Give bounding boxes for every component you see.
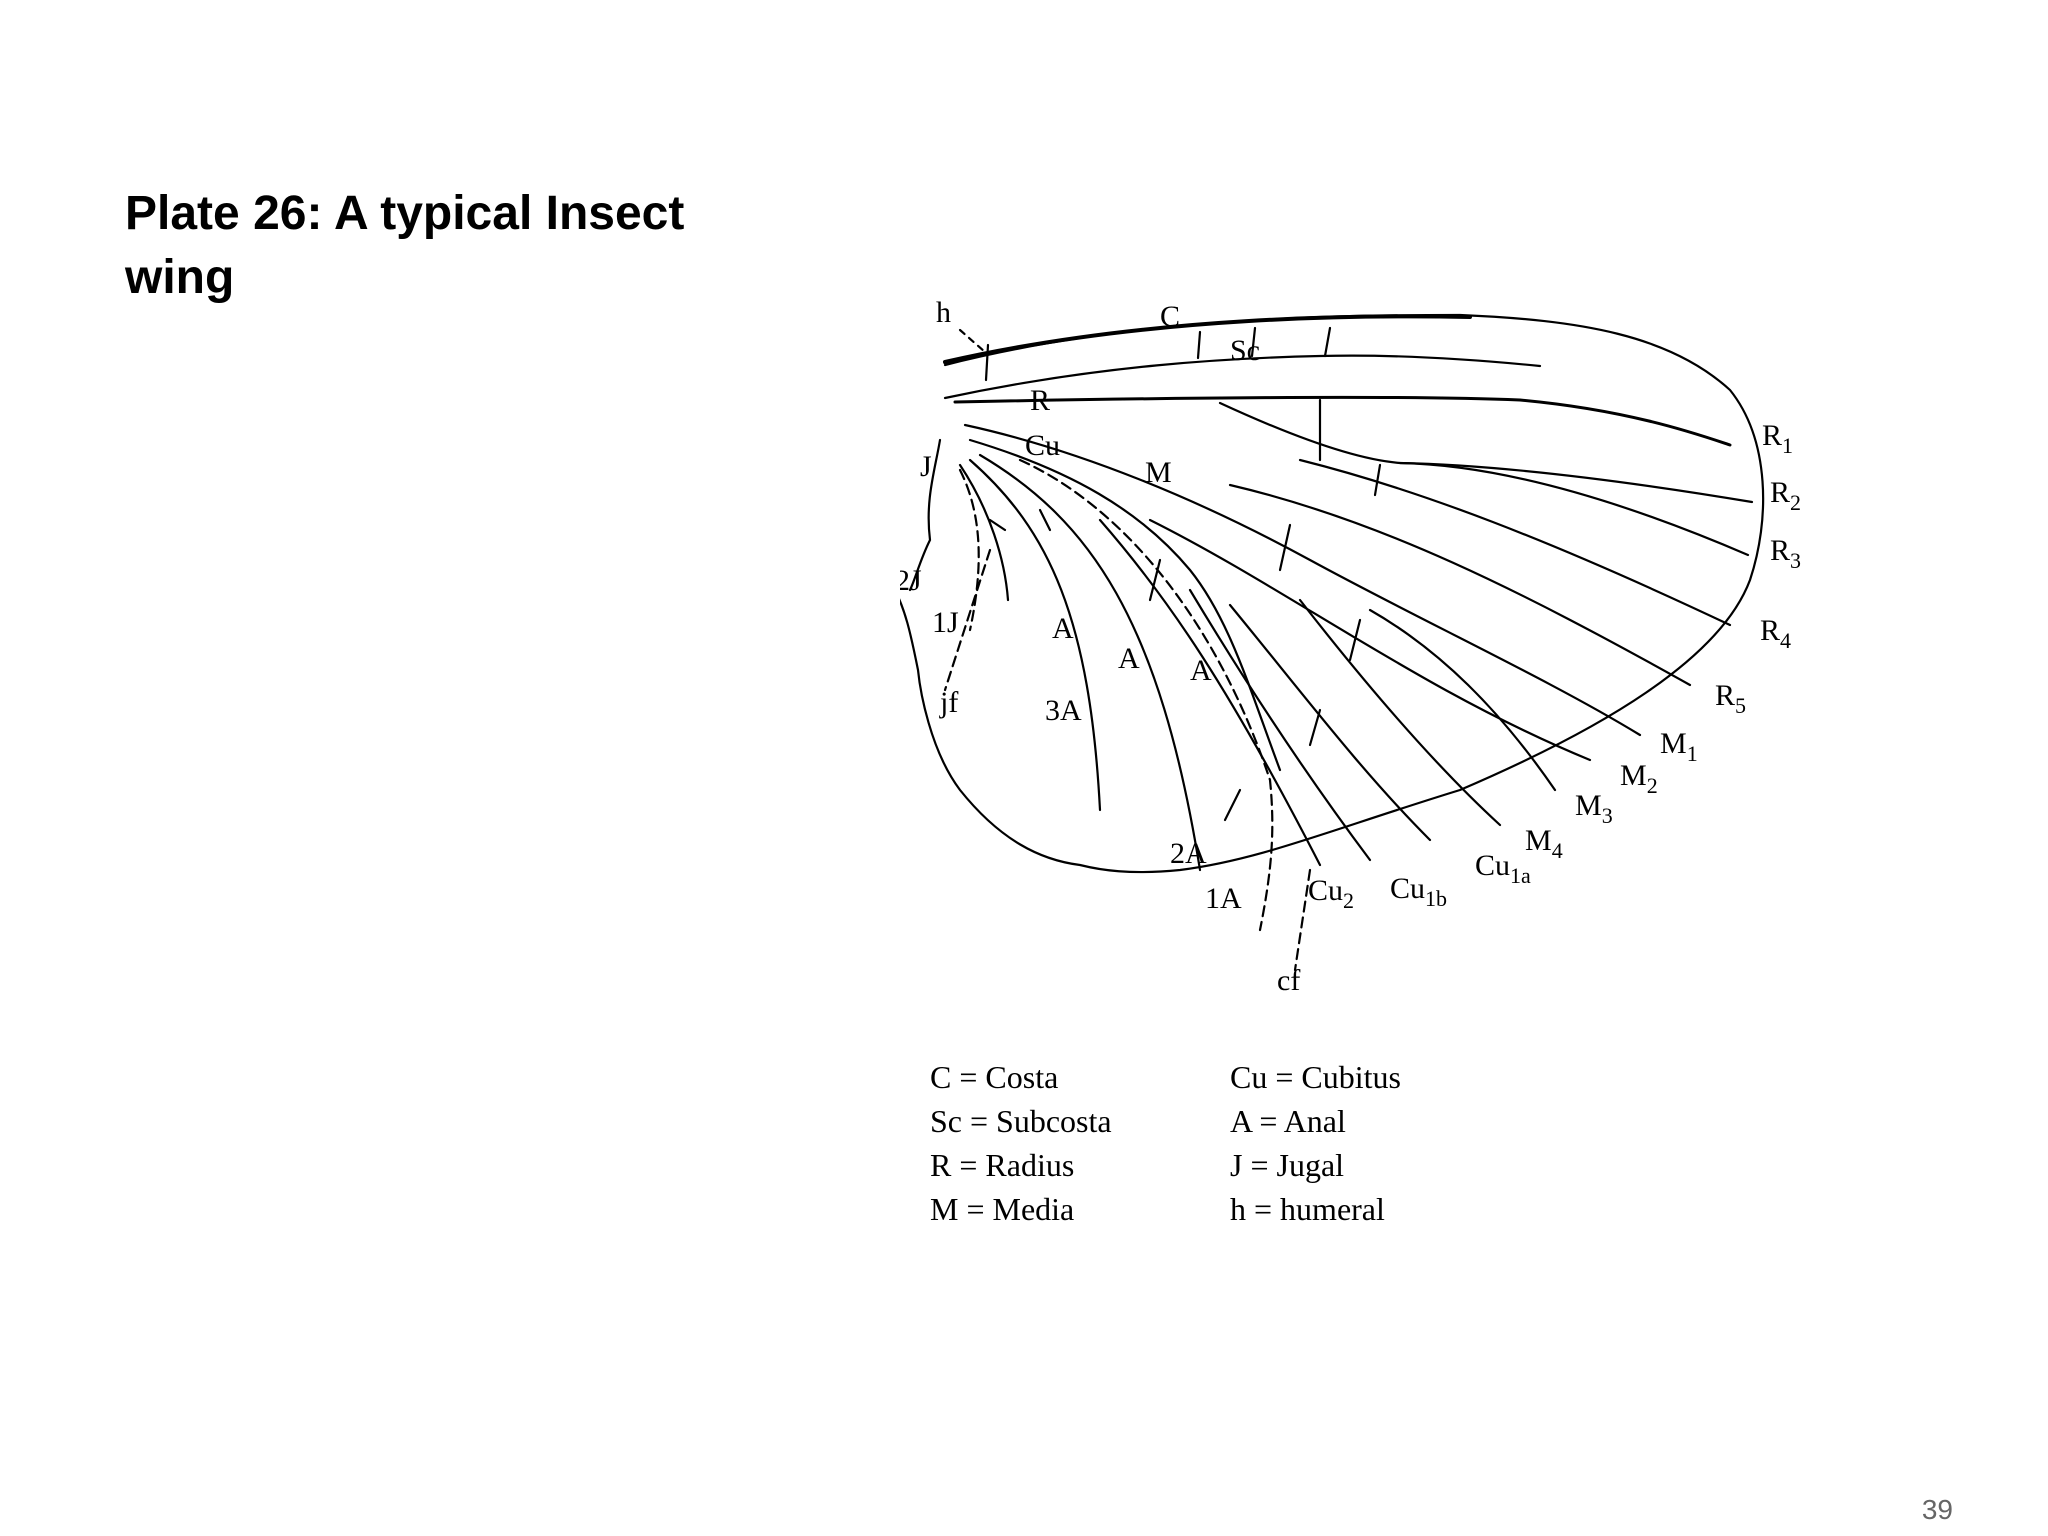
label-sc: Sc [1230,334,1260,367]
vein-jugal [908,438,942,592]
slide-title-line-2: wing [125,251,235,304]
label-a-2: A [1118,642,1140,675]
label-m: M [1145,456,1172,489]
legend-humeral: h = humeral [1230,1191,1385,1227]
vein-radius [953,395,1732,447]
label-jf: jf [939,686,958,719]
label-m3: M3 [1575,789,1613,828]
label-cu: Cu [1025,429,1060,462]
crossvein-10 [1223,788,1242,822]
slide-title: Plate 26: A typical Insect wing [125,182,765,310]
label-c: C [1160,300,1180,333]
crossvein-12 [988,518,1007,532]
legend-media: M = Media [930,1191,1074,1227]
vein-cubitus [968,438,1282,772]
legend: C = Costa Sc = Subcosta R = Radius M = M… [930,1059,1401,1227]
vein-costa [943,314,1472,364]
label-r4: R4 [1760,614,1791,653]
crossvein-6 [1278,523,1292,572]
vein-m3 [1368,608,1557,792]
crossvein-9 [1308,708,1322,747]
label-a-1: A [1052,612,1074,645]
page-number: 39 [1921,1494,1953,1525]
legend-radius: R = Radius [930,1147,1074,1183]
vein-subcosta [943,354,1542,400]
label-h: h [936,296,951,329]
legend-jugal: J = Jugal [1230,1147,1344,1183]
vein-cu1a [1228,603,1432,842]
crossvein-7 [1148,558,1162,602]
label-cu1b: Cu1b [1390,872,1447,911]
vein-cu2 [1098,518,1322,867]
insect-wing-figure: h C Sc R Cu M R1 R2 R3 R4 R5 M1 M2 M3 M4… [900,270,1940,1260]
vein-r4 [1298,458,1732,627]
label-r3: R3 [1770,534,1801,573]
vein-2a [968,458,1102,812]
label-2a: 2A [1170,837,1207,870]
label-m2: M2 [1620,759,1658,798]
vein-m4 [1298,598,1502,827]
legend-cubitus: Cu = Cubitus [1230,1059,1401,1095]
crossvein-1 [1196,330,1202,360]
vein-labels: h C Sc R Cu M R1 R2 R3 R4 R5 M1 M2 M3 M4… [900,296,1801,997]
vein-m2 [1148,518,1592,762]
vein-cu1b [1188,588,1372,862]
label-a-3: A [1190,654,1212,687]
label-r5: R5 [1715,679,1746,718]
crossvein-2 [1250,326,1257,358]
label-r1: R1 [1762,419,1793,458]
crossvein-11 [1038,508,1052,532]
vein-r2 [1218,401,1754,504]
vein-jugal-fold [958,468,980,632]
vein-r3 [1398,461,1750,557]
crossvein-8 [1348,618,1362,662]
label-r: R [1030,384,1050,417]
label-cu2: Cu2 [1308,874,1354,913]
cubital-fold-pointer [1293,868,1312,972]
label-m1: M1 [1660,727,1698,766]
crossvein-5 [1373,463,1382,497]
vein-3a [958,463,1010,602]
crossvein-humeral [984,343,990,382]
label-cu1a: Cu1a [1475,849,1531,888]
label-1a: 1A [1205,882,1242,915]
legend-anal: A = Anal [1230,1103,1346,1139]
label-2j: 2J [900,564,922,597]
label-cf: cf [1277,964,1300,997]
slide-title-line-1: Plate 26: A typical Insect [125,187,685,240]
humeral-pointer [958,328,987,354]
label-r2: R2 [1770,476,1801,515]
vein-cubital-furrow [1018,458,1274,932]
label-m4: M4 [1525,824,1563,863]
insect-wing-diagram: h C Sc R Cu M R1 R2 R3 R4 R5 M1 M2 M3 M4… [900,296,1801,1227]
legend-costa: C = Costa [930,1059,1058,1095]
crossvein-3 [1323,326,1332,358]
vein-r5 [1228,483,1692,687]
label-j: J [920,450,932,483]
jugal-fold-pointer [943,548,992,692]
legend-subcosta: Sc = Subcosta [930,1103,1112,1139]
vein-1a [978,453,1202,872]
label-1j: 1J [932,606,959,639]
vein-media [963,423,1642,737]
label-3a: 3A [1045,694,1082,727]
